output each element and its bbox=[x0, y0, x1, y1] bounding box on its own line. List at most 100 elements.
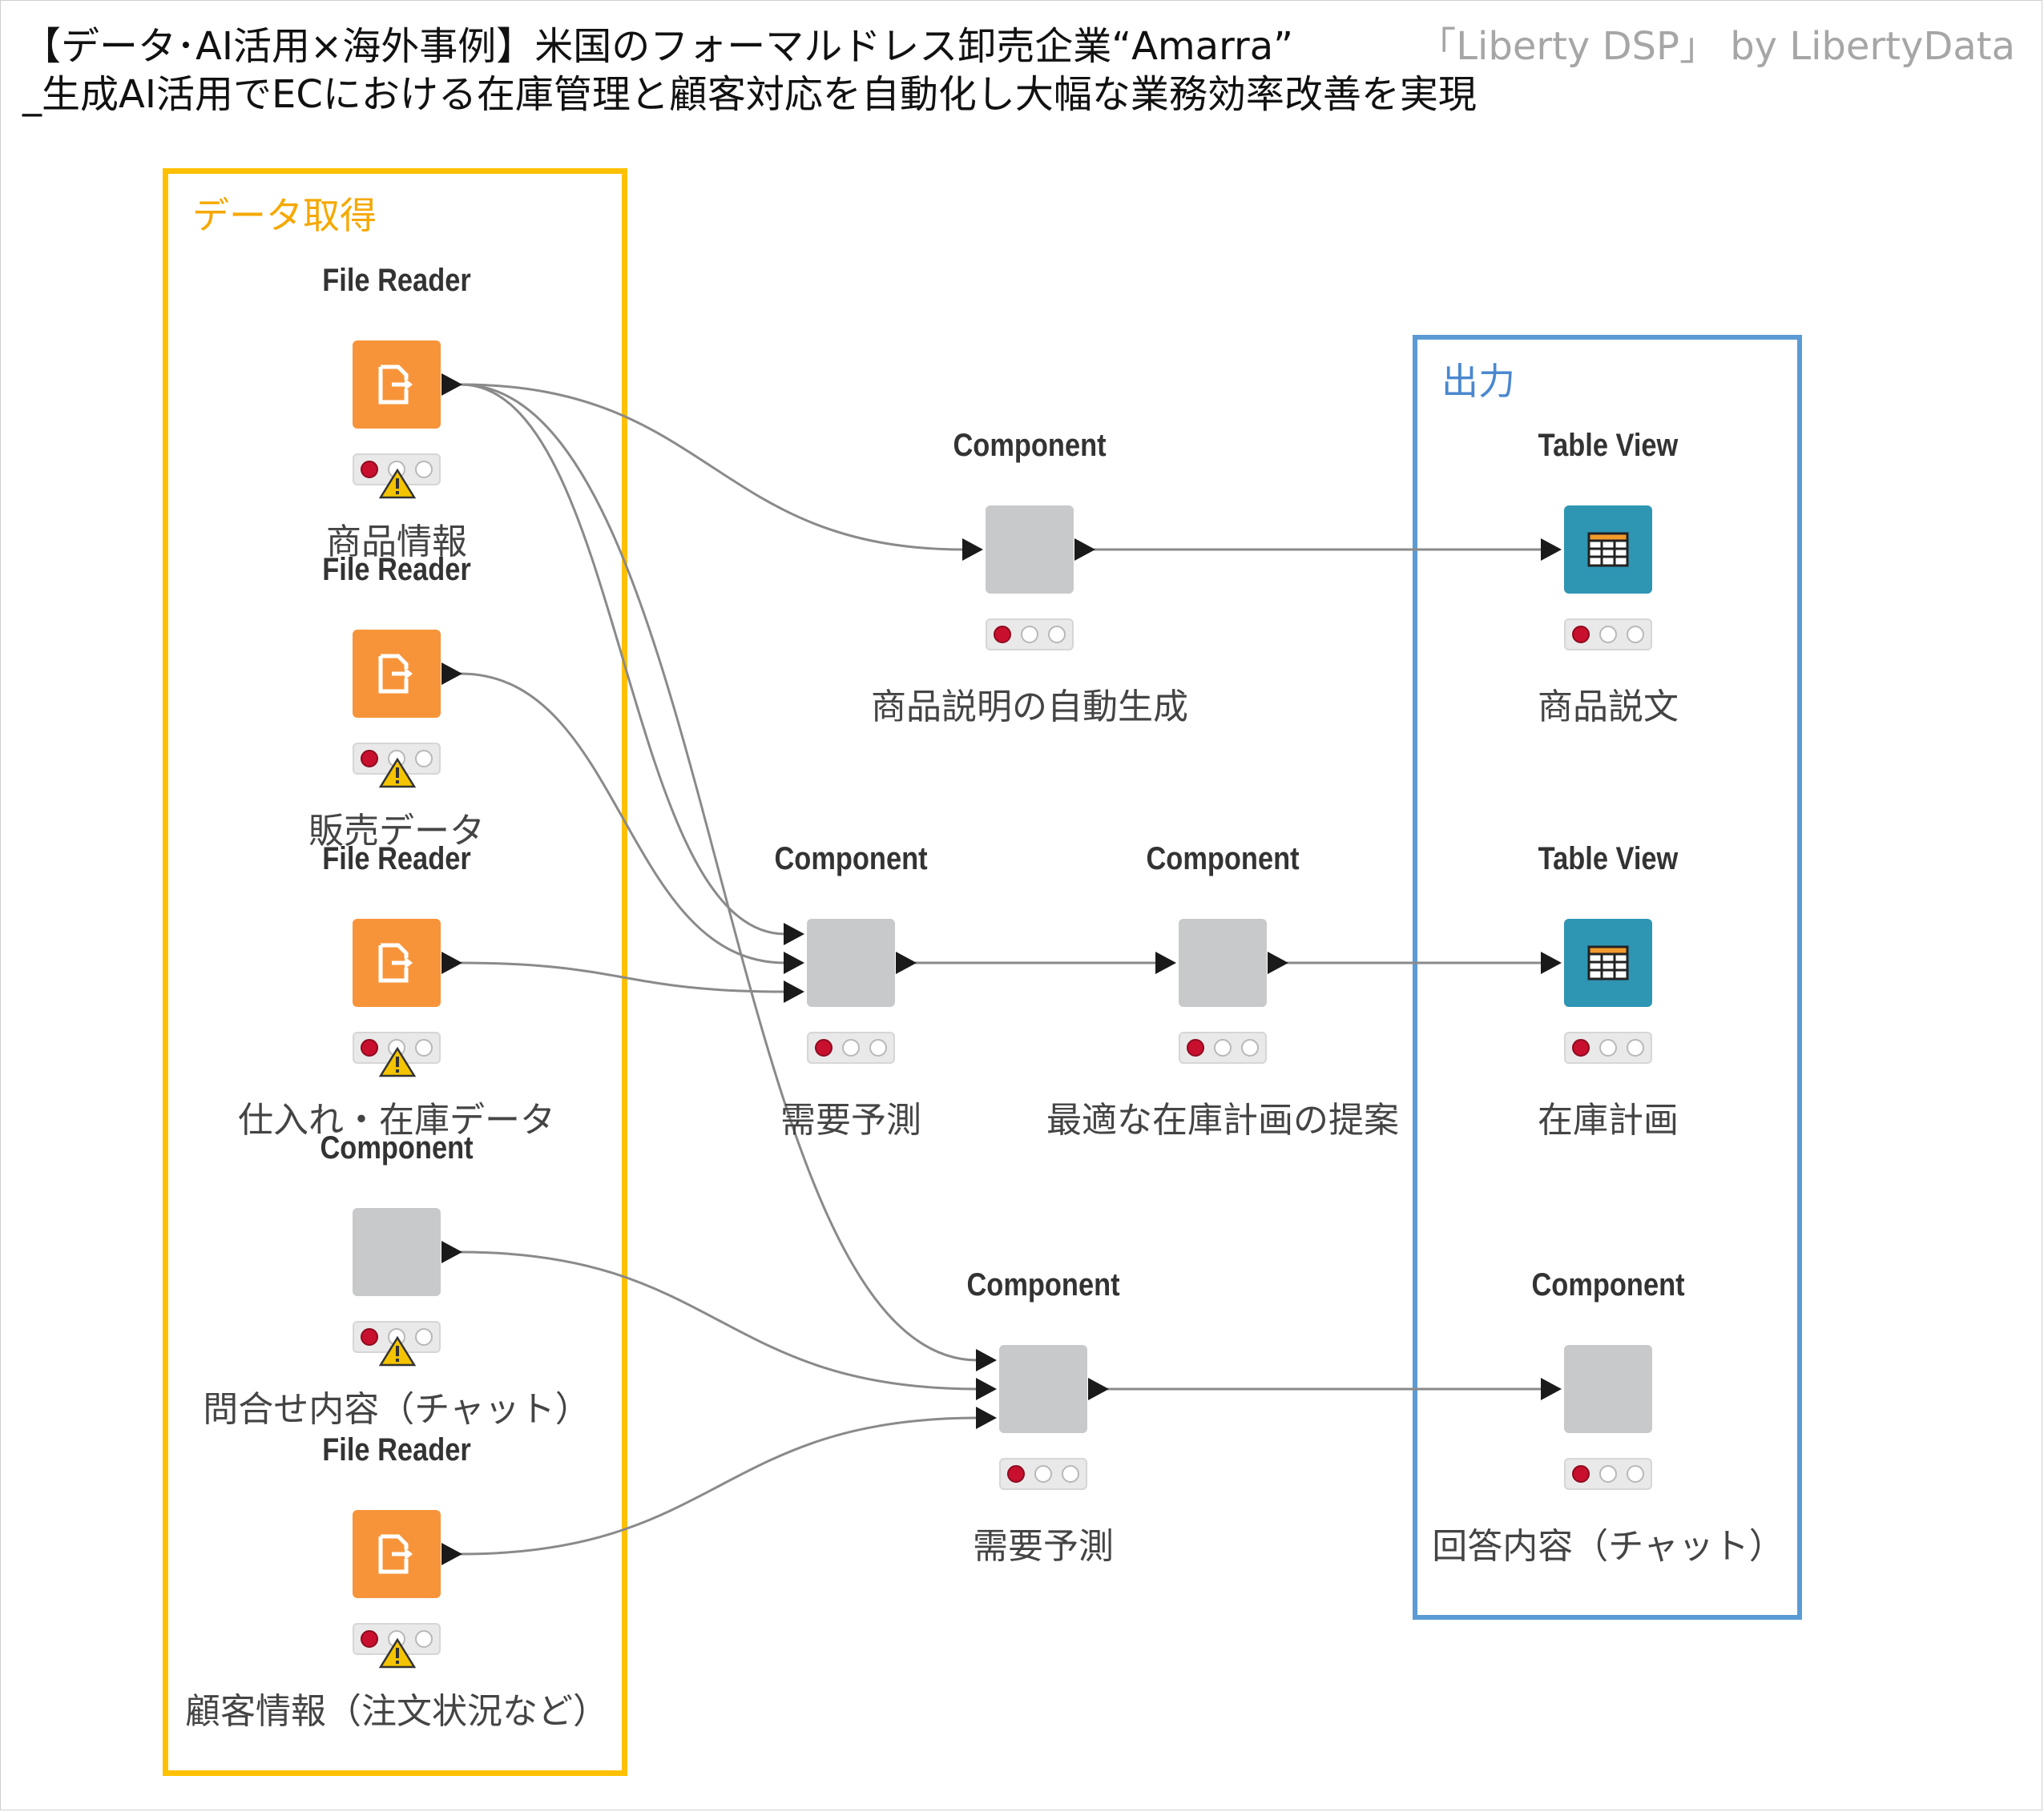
warning-icon-wrapper bbox=[378, 1335, 417, 1367]
title-line-2: _生成AI活用でECにおける在庫管理と顧客対応を自動化し大幅な業務効率改善を実現 bbox=[22, 72, 1477, 117]
warning-triangle-icon bbox=[378, 1637, 417, 1669]
table-grid-icon bbox=[1587, 532, 1629, 567]
group-output: 出力 bbox=[1413, 335, 1802, 1620]
status-red-light bbox=[361, 1630, 378, 1648]
component-node-box[interactable] bbox=[986, 505, 1074, 594]
node-caption: 需要予測 bbox=[973, 1526, 1114, 1567]
file-reader-node-box[interactable] bbox=[353, 340, 441, 429]
node-type-label: Component bbox=[1531, 1267, 1685, 1303]
node-caption: 商品説文 bbox=[1538, 687, 1679, 727]
connection-fr_stock-to-comp_forecast bbox=[460, 961, 786, 993]
status-off-light bbox=[1021, 626, 1038, 643]
file-import-icon bbox=[378, 364, 413, 405]
status-off-light bbox=[1048, 626, 1066, 643]
node-caption: 顧客情報（注文状況など） bbox=[185, 1691, 608, 1732]
warning-triangle-icon bbox=[378, 1335, 417, 1367]
status-off-light bbox=[1214, 1039, 1232, 1057]
node-type-label: File Reader bbox=[322, 1432, 471, 1468]
connection-fr_product-to-comp_desc bbox=[460, 383, 965, 551]
output-port[interactable] bbox=[441, 662, 462, 685]
table-grid-icon bbox=[1587, 945, 1629, 980]
node-caption: 在庫計画 bbox=[1538, 1100, 1679, 1141]
output-port[interactable] bbox=[1074, 538, 1095, 561]
input-port[interactable] bbox=[976, 1349, 997, 1371]
node-type-label: File Reader bbox=[322, 552, 471, 587]
status-off-light bbox=[415, 1039, 433, 1057]
status-traffic-light bbox=[1564, 1032, 1652, 1064]
warning-icon-wrapper bbox=[378, 757, 417, 789]
status-red-light bbox=[994, 626, 1011, 643]
file-reader-node-box[interactable] bbox=[353, 919, 441, 1007]
node-caption: 仕入れ・在庫データ bbox=[238, 1100, 555, 1141]
file-import-icon bbox=[378, 654, 413, 694]
status-red-light bbox=[1572, 626, 1590, 643]
group-label-output: 出力 bbox=[1441, 360, 1515, 403]
connection-fr_sales-to-comp_forecast bbox=[460, 672, 786, 964]
warning-icon-wrapper bbox=[378, 468, 417, 500]
node-caption: 販売データ bbox=[308, 811, 485, 852]
warning-triangle-icon bbox=[378, 757, 417, 788]
status-off-light bbox=[415, 461, 433, 478]
node-caption: 最適な在庫計画の提案 bbox=[1046, 1100, 1399, 1141]
node-type-label: Component bbox=[966, 1267, 1120, 1303]
status-red-light bbox=[1572, 1039, 1590, 1057]
input-port[interactable] bbox=[1155, 952, 1176, 974]
component-node-box[interactable] bbox=[807, 919, 895, 1007]
input-port[interactable] bbox=[976, 1407, 997, 1429]
file-reader-node-box[interactable] bbox=[353, 630, 441, 718]
status-off-light bbox=[1599, 626, 1617, 643]
input-port[interactable] bbox=[976, 1378, 997, 1400]
file-reader-node-box[interactable] bbox=[353, 1510, 441, 1598]
brand-credit: 「Liberty DSP」 by LibertyData bbox=[1417, 24, 2015, 69]
connection-fr_product-to-comp_forecast2 bbox=[460, 383, 978, 1362]
input-port[interactable] bbox=[784, 952, 804, 974]
status-off-light bbox=[415, 750, 433, 767]
status-off-light bbox=[415, 1328, 433, 1346]
component-node-box[interactable] bbox=[353, 1208, 441, 1296]
status-red-light bbox=[815, 1039, 833, 1057]
status-traffic-light bbox=[807, 1032, 895, 1064]
output-port[interactable] bbox=[441, 1543, 462, 1565]
output-port[interactable] bbox=[1268, 952, 1288, 974]
node-caption: 回答内容（チャット） bbox=[1432, 1526, 1784, 1567]
status-off-light bbox=[1627, 626, 1644, 643]
output-port[interactable] bbox=[896, 952, 917, 974]
status-off-light bbox=[842, 1039, 860, 1057]
input-port[interactable] bbox=[784, 923, 804, 945]
output-port[interactable] bbox=[441, 1241, 462, 1263]
output-port[interactable] bbox=[441, 952, 462, 974]
node-caption: 問合せ内容（チャット） bbox=[203, 1389, 591, 1430]
status-red-light bbox=[361, 1328, 378, 1346]
component-node-box[interactable] bbox=[1564, 1345, 1652, 1433]
status-traffic-light bbox=[1564, 1458, 1652, 1490]
input-port[interactable] bbox=[1541, 1378, 1562, 1400]
page-title: 【データ･AI活用×海外事例】米国のフォーマルドレス卸売企業“Amarra” _… bbox=[22, 22, 1477, 119]
input-port[interactable] bbox=[1541, 538, 1562, 561]
component-node-box[interactable] bbox=[1179, 919, 1267, 1007]
status-traffic-light bbox=[1179, 1032, 1267, 1064]
input-port[interactable] bbox=[962, 538, 983, 561]
node-caption: 需要予測 bbox=[780, 1100, 921, 1141]
file-import-icon bbox=[378, 1534, 413, 1574]
status-off-light bbox=[1627, 1465, 1644, 1483]
status-traffic-light bbox=[999, 1458, 1087, 1490]
connection-fr_product-to-comp_forecast bbox=[460, 383, 786, 936]
warning-icon-wrapper bbox=[378, 1637, 417, 1669]
status-red-light bbox=[1187, 1039, 1204, 1057]
node-type-label: Table View bbox=[1538, 841, 1679, 876]
status-traffic-light bbox=[986, 618, 1074, 650]
status-off-light bbox=[415, 1630, 433, 1648]
file-import-icon bbox=[378, 943, 413, 983]
output-port[interactable] bbox=[441, 373, 462, 396]
output-port[interactable] bbox=[1088, 1378, 1109, 1400]
table-view-node-box[interactable] bbox=[1564, 919, 1652, 1007]
component-node-box[interactable] bbox=[999, 1345, 1087, 1433]
input-port[interactable] bbox=[784, 980, 804, 1003]
status-off-light bbox=[1599, 1465, 1617, 1483]
input-port[interactable] bbox=[1541, 952, 1562, 974]
node-type-label: File Reader bbox=[322, 841, 471, 876]
table-view-node-box[interactable] bbox=[1564, 505, 1652, 594]
node-type-label: Component bbox=[1146, 841, 1300, 876]
